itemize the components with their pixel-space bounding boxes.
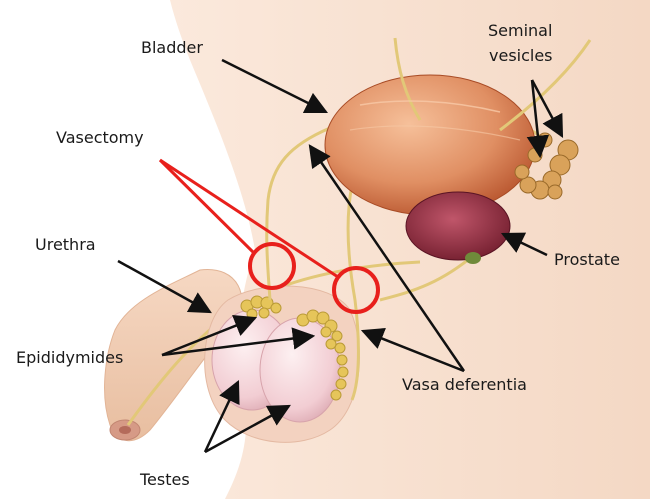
label-epididymides: Epididymides xyxy=(16,348,123,367)
label-urethra: Urethra xyxy=(35,235,96,254)
label-prostate: Prostate xyxy=(554,250,620,269)
label-bladder: Bladder xyxy=(141,38,203,57)
label-testes: Testes xyxy=(139,470,190,489)
cowper-gland xyxy=(465,252,481,264)
prostate-organ xyxy=(406,192,510,260)
label-seminal-vesicles-line2: vesicles xyxy=(489,46,553,65)
label-seminal-vesicles-line1: Seminal xyxy=(488,21,552,40)
label-vasa-deferentia: Vasa deferentia xyxy=(402,375,527,394)
bladder-organ xyxy=(325,75,535,215)
label-vasectomy: Vasectomy xyxy=(56,128,144,147)
